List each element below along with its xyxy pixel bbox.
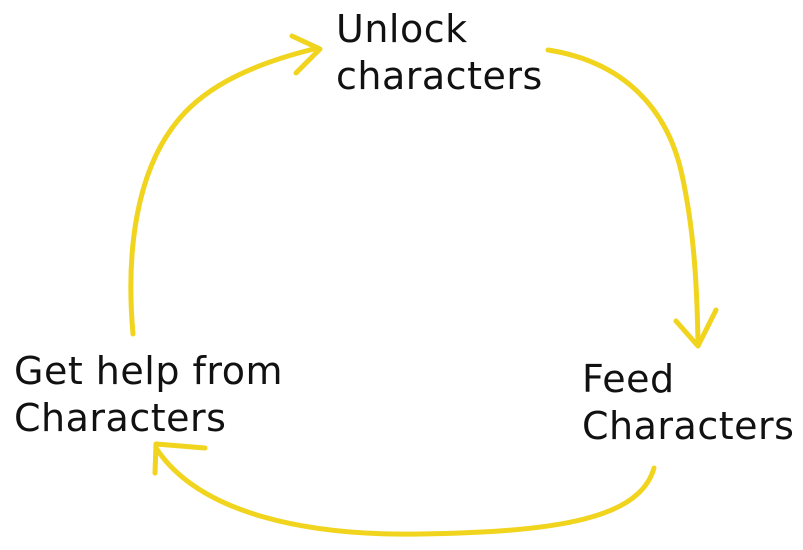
arrow-feed-to-help — [152, 441, 657, 537]
node-help-line-1: Get help from — [14, 349, 283, 393]
arrow-unlock-to-feed-shaft — [545, 47, 701, 346]
arrow-help-to-unlock — [128, 33, 323, 337]
node-feed-line-1: Feed — [582, 357, 675, 401]
node-unlock-line-2: characters — [336, 54, 543, 98]
arrow-unlock-to-feed-head — [673, 307, 719, 349]
node-unlock-line-1: Unlock — [336, 7, 468, 51]
arrow-feed-to-help-head — [152, 441, 208, 476]
node-feed-characters: Feed Characters — [582, 356, 794, 450]
node-feed-line-2: Characters — [582, 404, 795, 448]
node-help-line-2: Characters — [14, 396, 227, 440]
arrow-feed-to-help-shaft — [153, 445, 657, 537]
arrow-help-to-unlock-shaft — [128, 45, 321, 337]
arrow-unlock-to-feed — [545, 47, 719, 349]
node-get-help-from-characters: Get help from Characters — [14, 348, 283, 442]
node-unlock-characters: Unlock characters — [336, 6, 543, 100]
arrow-help-to-unlock-head — [289, 33, 323, 76]
